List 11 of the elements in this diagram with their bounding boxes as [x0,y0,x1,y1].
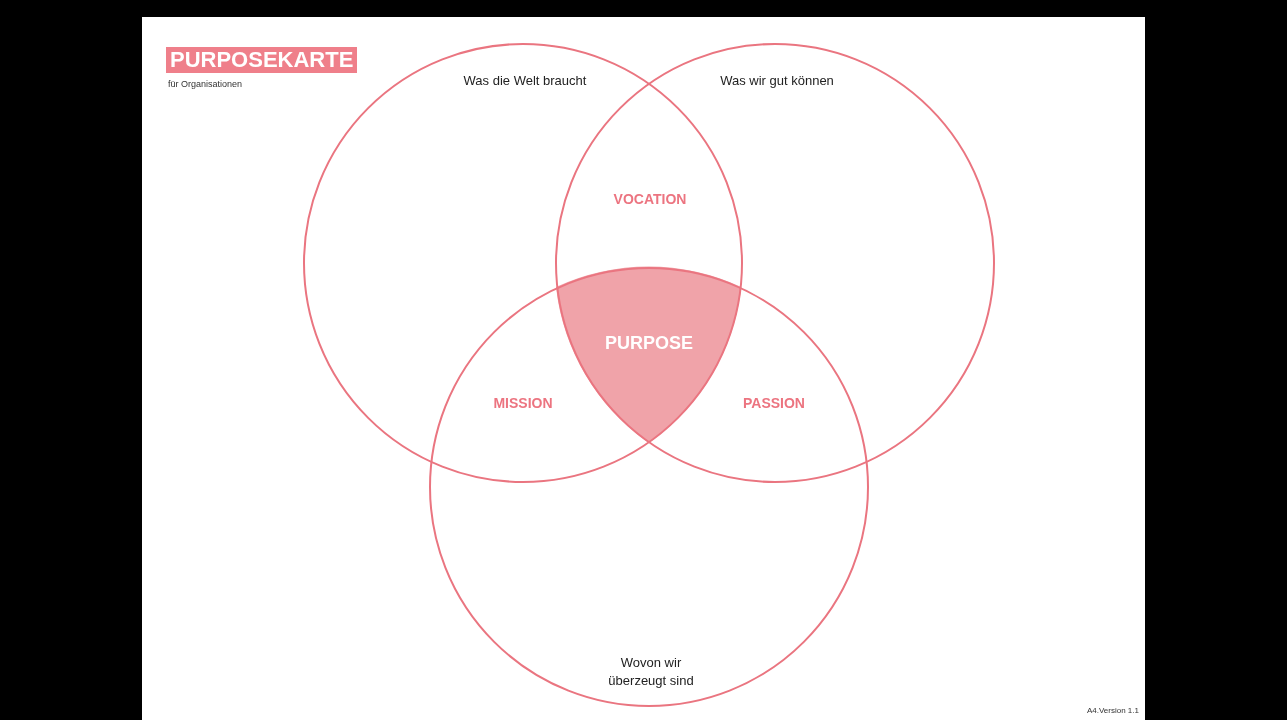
circle-title: Was die Welt braucht [462,72,588,90]
overlap-label: VOCATION [613,191,687,207]
subtitle: für Organisationen [168,79,243,89]
overlap-label: PASSION [743,395,805,411]
version-note: A4.Version 1.1 [1086,706,1139,715]
region-label: PURPOSE [604,333,693,354]
title: PURPOSEKARTE [166,47,358,73]
circle-title: Wovon wir überzeugt sind [607,654,695,690]
overlap-label: MISSION [493,395,553,411]
venn-circle [429,267,869,707]
circle-title: Was wir gut können [719,72,835,90]
